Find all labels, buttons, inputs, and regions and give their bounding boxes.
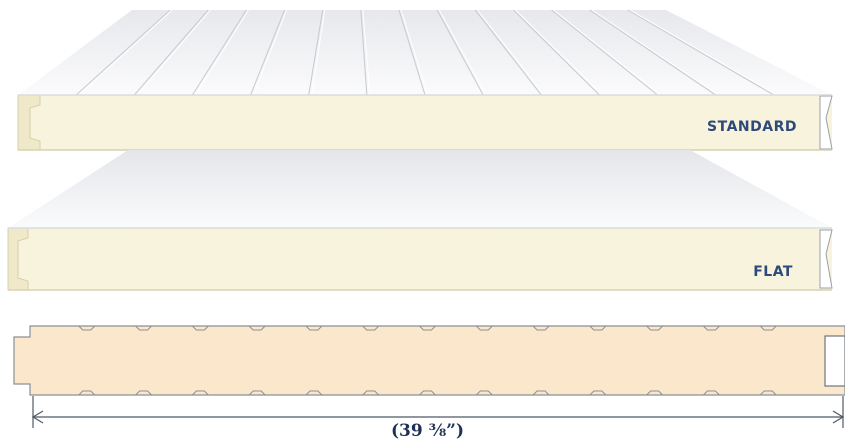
standard-panel-rib-highlight xyxy=(362,9,371,96)
standard-panel-rib xyxy=(398,9,426,96)
standard-panel-rib-highlight xyxy=(253,9,288,96)
standard-panel-rib-highlight xyxy=(438,9,487,96)
standard-panel-top-surface xyxy=(18,10,832,95)
cross-section-rib-top xyxy=(192,325,209,331)
flat-panel xyxy=(7,150,833,291)
standard-panel-rib-highlight xyxy=(136,9,211,96)
standard-panel-rib-highlight xyxy=(400,9,429,96)
cross-section-rib-bottom xyxy=(589,390,607,396)
standard-panel-rib xyxy=(191,9,247,96)
width-dimension-label: (39 ⅜”) xyxy=(390,421,465,441)
width-dimension xyxy=(31,396,845,428)
cross-section-rib-bottom xyxy=(78,390,96,396)
standard-panel-face xyxy=(18,95,832,150)
standard-panel-rib xyxy=(360,9,368,96)
cross-section-rib-top xyxy=(646,325,663,331)
standard-panel-rib xyxy=(308,9,324,96)
flat-panel-groove-right xyxy=(819,229,833,289)
standard-panel-rib xyxy=(551,9,658,96)
cross-section-rib-bottom xyxy=(419,390,436,396)
dimension-arrow-left xyxy=(31,410,44,424)
standard-panel-rib xyxy=(133,9,209,96)
cross-section-rib-top xyxy=(703,325,720,331)
dimension-arrow-right xyxy=(832,410,845,424)
cross-section-rib-top xyxy=(759,325,777,331)
cross-section-rib-top xyxy=(78,325,96,331)
cross-section-rib-bottom xyxy=(135,390,152,396)
standard-panel-rib xyxy=(75,9,171,96)
standard-panel-rib xyxy=(627,9,775,96)
cross-section-rib-top xyxy=(475,325,493,331)
cross-section-rib-top xyxy=(419,325,436,331)
flat-panel-face xyxy=(8,228,832,290)
standard-panel-rib xyxy=(589,9,717,96)
standard-panel-rib-highlight xyxy=(591,9,719,96)
cross-section-rib-top xyxy=(532,325,550,331)
standard-panel-label: STANDARD xyxy=(707,119,797,135)
panel-cross-section xyxy=(13,325,845,396)
standard-panel-rib-highlight xyxy=(515,9,603,96)
cross-section-ribs xyxy=(78,325,777,396)
cross-section-body xyxy=(13,325,845,396)
cross-section-groove-right xyxy=(824,335,845,387)
cross-section-rib-bottom xyxy=(248,390,266,396)
flat-panel-label: FLAT xyxy=(753,264,793,280)
cross-section-rib-bottom xyxy=(532,390,550,396)
standard-panel-ribs xyxy=(75,9,778,96)
flat-panel-top-surface xyxy=(8,150,832,228)
standard-panel-rib-highlight xyxy=(476,9,545,96)
cross-section-rib-top xyxy=(362,325,380,331)
cross-section-rib-top xyxy=(248,325,266,331)
standard-panel xyxy=(17,9,833,151)
cross-section-rib-top xyxy=(589,325,607,331)
standard-panel-rib xyxy=(250,9,286,96)
cross-section-rib-top xyxy=(135,325,152,331)
standard-panel-rib-highlight xyxy=(629,9,778,96)
standard-panel-rib-highlight xyxy=(553,9,661,96)
cross-section-rib-bottom xyxy=(305,390,323,396)
standard-panel-rib-highlight xyxy=(78,9,173,96)
standard-panel-rib-highlight xyxy=(311,9,326,96)
cross-section-rib-bottom xyxy=(703,390,720,396)
cross-section-rib-top xyxy=(305,325,323,331)
cross-section-rib-bottom xyxy=(475,390,493,396)
cross-section-rib-bottom xyxy=(362,390,380,396)
standard-panel-rib xyxy=(513,9,600,96)
cross-section-rib-bottom xyxy=(759,390,777,396)
cross-section-rib-bottom xyxy=(646,390,663,396)
standard-panel-groove-right xyxy=(819,95,833,150)
cross-section-rib-bottom xyxy=(192,390,209,396)
standard-panel-rib xyxy=(436,9,484,96)
standard-panel-rib-highlight xyxy=(195,9,249,96)
standard-panel-rib xyxy=(474,9,542,96)
